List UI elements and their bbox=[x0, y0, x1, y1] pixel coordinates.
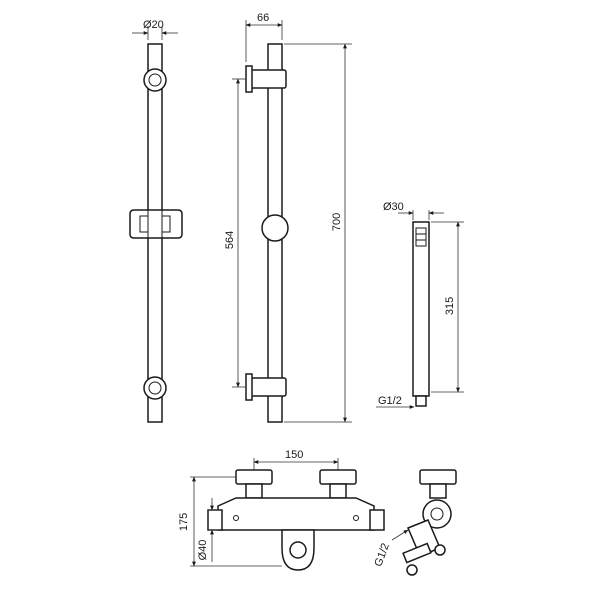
rail-diameter-label: Ø20 bbox=[143, 19, 164, 31]
rail-width-label: 66 bbox=[257, 12, 269, 24]
mixer-center-distance-label: 150 bbox=[285, 449, 303, 461]
rail-bottom-bracket bbox=[143, 376, 167, 400]
hand-shower-view: Ø30 315 G1/2 bbox=[376, 201, 464, 409]
rail-slider-holder bbox=[129, 209, 183, 239]
mixer-left-escutcheon bbox=[235, 469, 273, 485]
mixer-thread-label: G1/2 bbox=[372, 542, 391, 569]
mixer-side-outlet-tip bbox=[402, 542, 432, 564]
mixer-right-eccentric bbox=[329, 483, 347, 499]
rail-front-view: Ø20 bbox=[129, 19, 183, 423]
hand-shower-handle bbox=[412, 221, 430, 397]
hand-shower-head bbox=[415, 227, 427, 247]
rail-side-slider-ball bbox=[261, 214, 289, 242]
mixer-left-eccentric bbox=[245, 483, 263, 499]
mixer-side-escutcheon bbox=[419, 469, 457, 485]
hand-shower-thread-label: G1/2 bbox=[378, 395, 402, 407]
rail-side-view: 66 564 700 bbox=[224, 12, 352, 423]
mixer-outlet-nozzle bbox=[289, 541, 307, 559]
rail-bracket-spacing-label: 564 bbox=[224, 231, 236, 249]
hand-shower-length-label: 315 bbox=[444, 297, 456, 315]
rail-side-top-wallplate bbox=[245, 65, 253, 93]
mixer-body bbox=[217, 497, 375, 531]
rail-side-bottom-bracket bbox=[249, 377, 287, 397]
rail-side-bottom-wallplate bbox=[245, 373, 253, 401]
mixer-side-knob-lower bbox=[406, 564, 418, 576]
mixer-side-view: G1/2 bbox=[372, 469, 457, 576]
hand-shower-connector bbox=[415, 395, 427, 407]
mixer-left-handle bbox=[207, 509, 223, 531]
mixer-side-eccentric bbox=[429, 483, 447, 499]
mixer-right-escutcheon bbox=[319, 469, 357, 485]
rail-top-bracket bbox=[143, 68, 167, 92]
mixer-side-knob bbox=[434, 544, 446, 556]
mixer-side-body bbox=[422, 499, 452, 529]
mixer-body-diameter-label: Ø40 bbox=[197, 540, 209, 561]
hand-shower-diameter-label: Ø30 bbox=[383, 201, 404, 213]
mixer-right-handle bbox=[369, 509, 385, 531]
rail-length-label: 700 bbox=[331, 213, 343, 231]
mixer-height-label: 175 bbox=[178, 513, 190, 531]
mixer-front-view: 150 175 Ø40 bbox=[178, 449, 385, 571]
rail-side-top-bracket bbox=[249, 69, 287, 89]
